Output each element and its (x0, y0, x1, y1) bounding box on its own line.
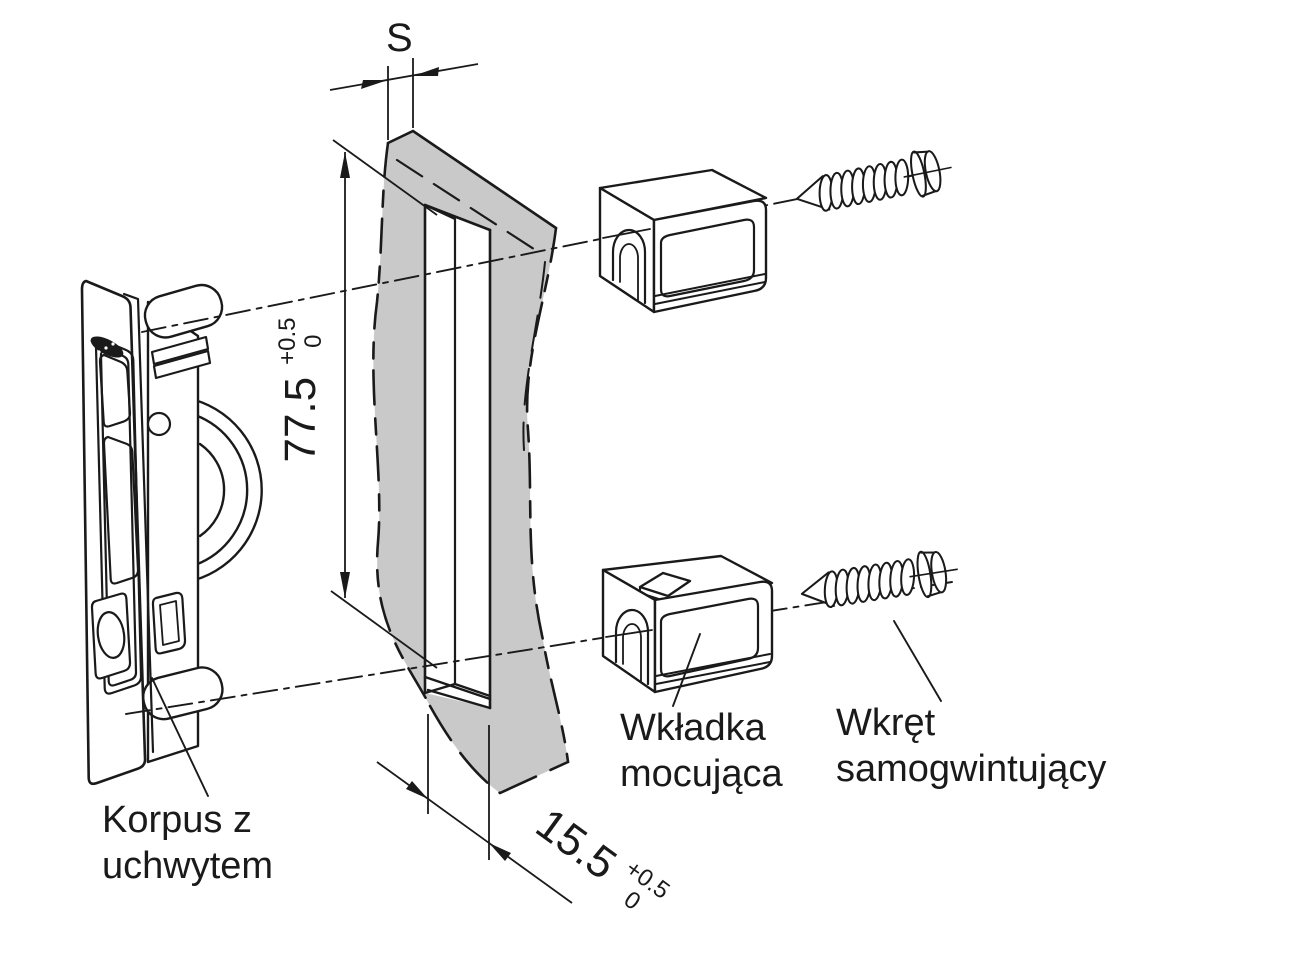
centerline-bottom (125, 581, 953, 715)
insert-bottom-axis-segment (605, 629, 653, 638)
self-tapping-screw-bottom (797, 545, 962, 618)
insert-top-arch-inner (619, 243, 639, 302)
leader-wkret (893, 620, 942, 702)
label-wkladka-line1: Wkładka (620, 707, 766, 749)
insert-top-arch (611, 228, 647, 305)
brand-logo (90, 336, 124, 358)
panel-top-edge (386, 129, 558, 230)
handle-hole (146, 411, 172, 437)
insert-bottom-lip (655, 653, 771, 685)
panel-top-face-line (395, 158, 545, 257)
insert-top-socket (659, 218, 756, 298)
dim-height-tol-zero: 0 (300, 334, 327, 348)
handle-latch-oval (96, 611, 126, 659)
cutout-opening (425, 205, 490, 708)
insert-bottom-frontface (653, 580, 774, 694)
label-wkladka: Wkładka mocująca (620, 706, 783, 797)
label-wkladka-line2: mocująca (620, 752, 783, 795)
cutout-bottom-thickness (423, 675, 492, 710)
label-wkret: Wkręt samogwintujący (836, 701, 1106, 792)
label-korpus-line1: Korpus z (102, 799, 252, 841)
dim-s-line (329, 63, 479, 91)
panel-broken-edge-bottom (428, 704, 570, 795)
handle-grip-arcs (185, 396, 263, 584)
dim-width-tol-zero: 0 (618, 885, 646, 916)
dim-height-tolerance: +0.5 0 (274, 317, 327, 365)
leader-korpus (151, 677, 209, 797)
insert-top-frontface (652, 199, 768, 314)
insert-top-lip (654, 273, 766, 305)
cutout-back-edge (423, 203, 457, 686)
dim-h-arrow-top (340, 152, 350, 178)
dim-h-ext-bottom (330, 590, 438, 669)
insert-bottom-arch (614, 608, 650, 686)
handle-side-clip-inner (159, 600, 180, 646)
dim-height-value: 77.5 (276, 376, 325, 463)
panel-broken-edge-right (525, 226, 570, 764)
dimension-height (330, 139, 438, 669)
label-korpus-line2: uchwytem (102, 844, 274, 887)
handle-plate-thickness (122, 292, 155, 754)
insert-top-axis-segment (602, 228, 651, 239)
dim-h-arrow-bottom (340, 572, 350, 598)
leader-lines (151, 620, 942, 797)
panel-texture-dash (522, 261, 546, 451)
handle-recess (94, 337, 143, 695)
label-wkret-line2: samogwintujący (836, 747, 1107, 790)
leader-wkladka (672, 633, 701, 707)
panel-cutout (423, 203, 492, 710)
handle-boss-top (143, 283, 224, 339)
panel-broken-edge-left (372, 141, 432, 708)
label-korpus: Korpus z uchwytem (102, 798, 273, 889)
insert-bottom-notch (638, 571, 692, 598)
dim-w-arrow-right (489, 843, 511, 861)
dimension-s (329, 58, 479, 140)
dim-w-arrow-left (406, 781, 428, 799)
handle-neck-slats (150, 335, 212, 380)
handle-body (80, 279, 263, 786)
self-tapping-screw-top (791, 143, 957, 223)
dim-h-ext-top (332, 139, 438, 216)
mounting-insert-top (598, 168, 768, 314)
dim-s-label: S (386, 16, 413, 60)
dim-s-arrow-left (361, 80, 388, 89)
dim-s-arrow-right (413, 67, 439, 76)
label-wkret-line1: Wkręt (836, 702, 936, 744)
dim-height-text: 77.5 +0.5 0 (274, 317, 327, 463)
dimension-width (376, 714, 573, 904)
mounting-insert-bottom (601, 554, 774, 694)
dim-height-tol-plus: +0.5 (274, 317, 302, 365)
